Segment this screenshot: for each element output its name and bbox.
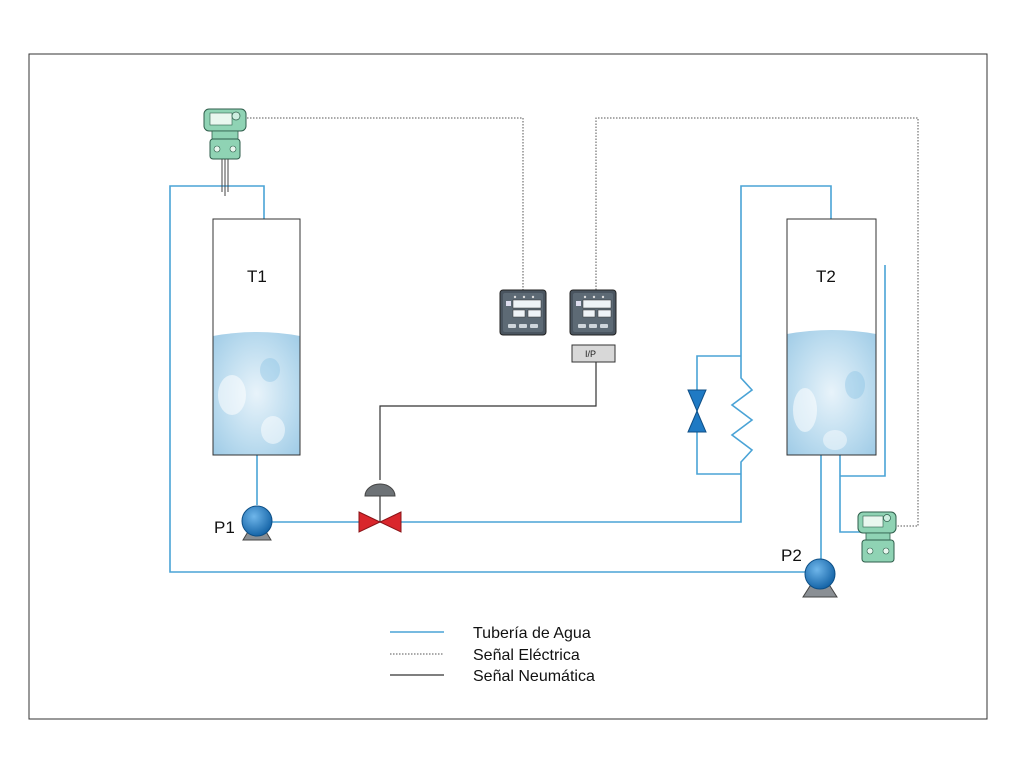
t2-side-pipe <box>840 265 886 477</box>
bypass-valve[interactable] <box>687 389 707 433</box>
lt1-to-controller1 <box>244 117 524 290</box>
bypass-valve-icon <box>687 389 707 433</box>
water-pipes <box>169 185 886 573</box>
legend-water-label: Tubería de Agua <box>473 625 591 642</box>
bypass-loop <box>696 355 741 475</box>
electric-signals <box>244 117 919 527</box>
legend: Tubería de Agua Señal Eléctrica Señal Ne… <box>390 625 595 685</box>
return-pipe <box>169 185 815 573</box>
pump-p2-label: P2 <box>781 546 802 565</box>
p1-discharge-pipe <box>272 476 742 523</box>
level-transmitter-2[interactable] <box>857 511 897 563</box>
ip-converter[interactable]: I/P <box>571 344 616 363</box>
control-valve[interactable] <box>358 483 402 533</box>
tank-t2[interactable]: T2 <box>786 218 877 456</box>
t2-feed-pipe <box>740 185 832 358</box>
tank-t1-label: T1 <box>247 267 267 286</box>
t2-level-tap <box>839 455 862 533</box>
tank-t1[interactable]: T1 <box>212 218 301 456</box>
pneumatic-signal <box>379 362 597 480</box>
controller-2[interactable] <box>569 289 617 336</box>
valve-actuator-icon <box>364 483 396 497</box>
pump-p1[interactable]: P1 <box>214 505 273 541</box>
heat-exchanger-coil <box>730 358 754 476</box>
valve-body-icon <box>358 511 402 533</box>
level-transmitter-1[interactable] <box>203 108 247 196</box>
legend-pneumatic-label: Señal Neumática <box>473 668 595 685</box>
ip-converter-label: I/P <box>585 349 596 359</box>
pump-p1-label: P1 <box>214 518 235 537</box>
pump-p2[interactable]: P2 <box>781 546 838 598</box>
legend-electric-label: Señal Eléctrica <box>473 647 580 664</box>
diagram-frame <box>28 53 988 720</box>
controller-1[interactable] <box>499 289 547 336</box>
controller2-to-lt2 <box>595 117 919 527</box>
tank-t2-label: T2 <box>816 267 836 286</box>
